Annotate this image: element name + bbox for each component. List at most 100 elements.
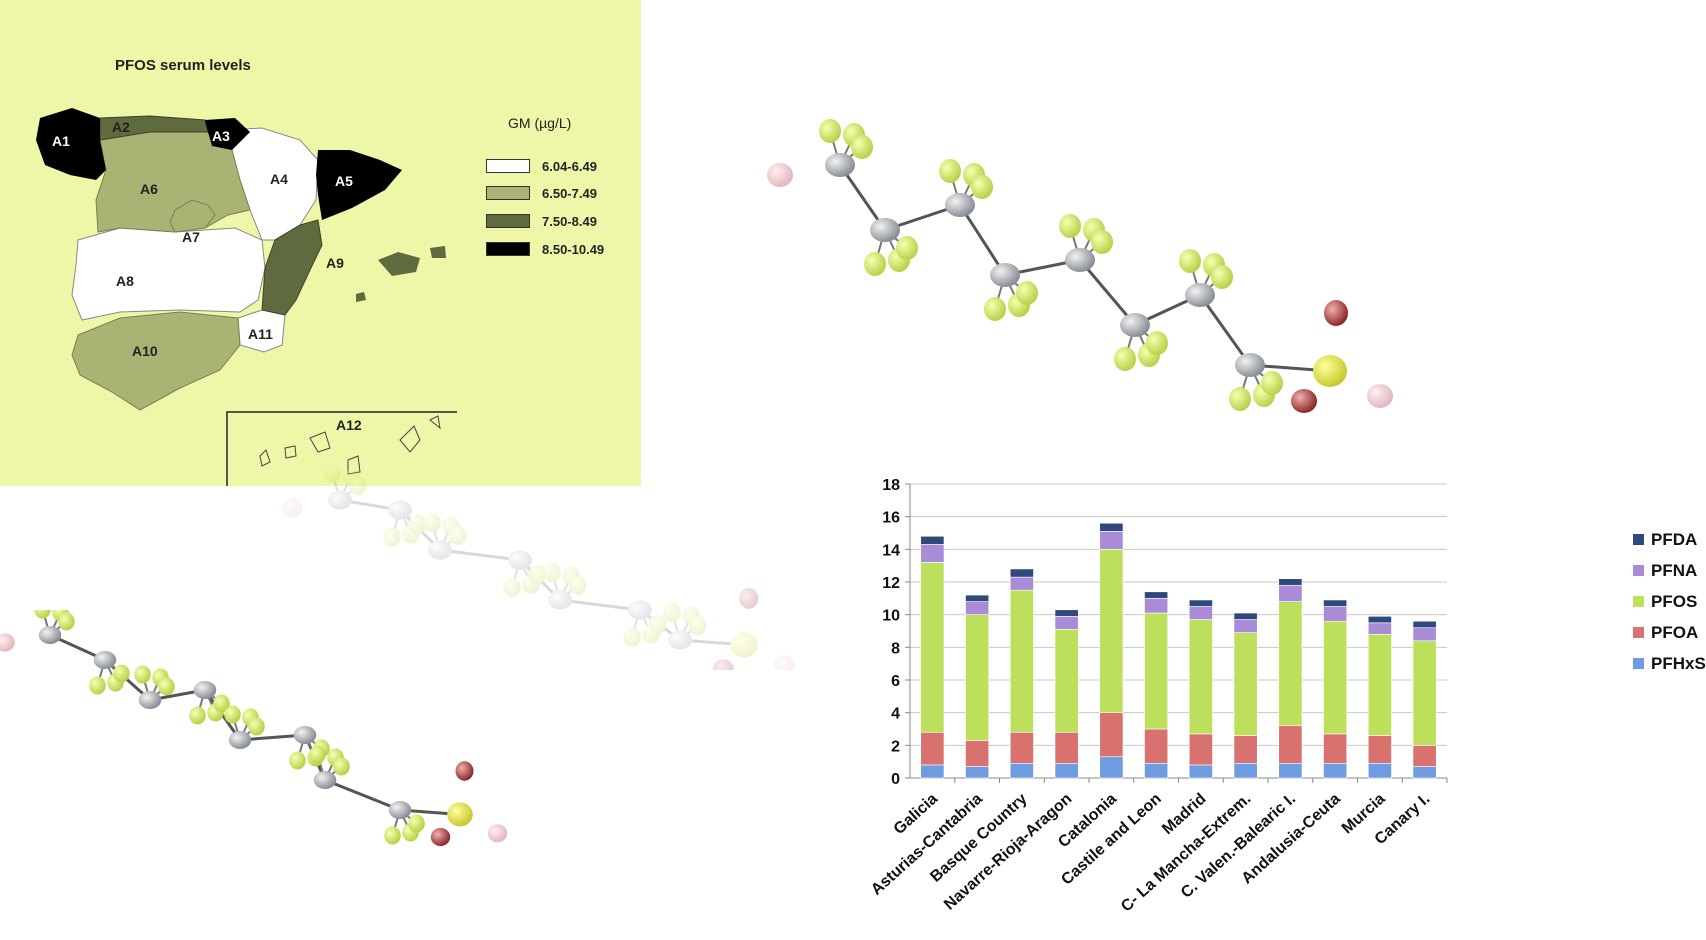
fluorine-atom xyxy=(348,476,367,496)
bar-segment-pfhxs xyxy=(1233,762,1258,779)
fluorine-atom xyxy=(134,665,151,684)
label-a5: A5 xyxy=(335,173,353,189)
label-a4: A4 xyxy=(270,171,288,187)
label-a2: A2 xyxy=(112,119,130,135)
fluorine-atom xyxy=(896,236,918,260)
map-legend-row: 7.50-8.49 xyxy=(486,212,597,230)
label-a9: A9 xyxy=(326,255,344,271)
pfos-molecule-left xyxy=(0,610,508,846)
terminal-fluorine-atom xyxy=(767,163,793,187)
molecule-atoms xyxy=(0,610,508,846)
bar-segment-pfoa xyxy=(1099,712,1124,758)
carbon-atom xyxy=(193,681,217,699)
legend-swatch xyxy=(486,159,530,173)
stacked-bar-chart: 024681012141618GaliciaAsturias-Cantabria… xyxy=(868,477,1706,915)
bar-segment-pfoa xyxy=(1233,735,1258,764)
label-a3: A3 xyxy=(212,128,230,144)
legend-label: 7.50-8.49 xyxy=(542,213,597,229)
hydrogen-atom xyxy=(1367,384,1393,408)
carbon-atom xyxy=(313,771,337,789)
legend-swatch xyxy=(1633,534,1644,545)
carbon-atom xyxy=(38,626,62,644)
spain-map: A1 A2 A3 A4 A5 A6 A7 A8 A9 A10 A11 A12 xyxy=(36,108,457,486)
bar-segment-pfda xyxy=(920,535,945,545)
bar-segment-pfna xyxy=(1144,598,1169,614)
bar-segment-pfos xyxy=(1009,589,1034,733)
bar-segment-pfna xyxy=(1233,619,1258,633)
carbon-atom xyxy=(870,218,900,242)
carbon-atom xyxy=(388,500,412,520)
fluorine-atom xyxy=(224,705,241,724)
sulfur-atom xyxy=(1313,355,1347,387)
pfos-molecule-ghost xyxy=(281,470,795,670)
y-tick-label: 2 xyxy=(891,738,900,755)
bar-segment-pfda xyxy=(1054,609,1079,617)
fluorine-atom xyxy=(984,297,1006,321)
label-a11: A11 xyxy=(248,326,273,342)
bar-segment-pfda xyxy=(1278,578,1303,586)
bar-segment-pfos xyxy=(1278,601,1303,727)
legend-swatch xyxy=(486,186,530,200)
bar-segment-pfoa xyxy=(920,731,945,766)
region-a3 xyxy=(205,118,250,150)
carbon-atom xyxy=(93,651,117,669)
y-tick-label: 8 xyxy=(891,640,900,657)
y-tick-label: 14 xyxy=(882,542,900,559)
bar-segment-pfda xyxy=(1367,616,1392,624)
bar-segment-pfna xyxy=(920,544,945,563)
region-a8 xyxy=(71,227,266,321)
bar-segment-pfda xyxy=(1009,568,1034,578)
bar-segment-pfos xyxy=(1188,619,1213,735)
y-tick-label: 4 xyxy=(891,706,900,723)
fluorine-atom xyxy=(1016,281,1038,305)
bar-segment-pfoa xyxy=(1144,728,1169,764)
fluorine-atom xyxy=(1211,265,1233,289)
y-tick-label: 12 xyxy=(882,575,900,592)
fluorine-atom xyxy=(58,612,75,631)
fluorine-atom xyxy=(333,757,350,776)
bar-segment-pfda xyxy=(1144,591,1169,599)
legend-label: PFOS xyxy=(1651,592,1697,611)
fluorine-atom xyxy=(1091,230,1113,254)
carbon-atom xyxy=(990,263,1020,287)
label-a1: A1 xyxy=(52,133,70,149)
molecule-atoms xyxy=(281,470,795,670)
bar-segment-pfda xyxy=(965,594,990,602)
bar-segment-pfna xyxy=(1099,531,1124,550)
y-tick-label: 18 xyxy=(882,477,900,494)
carbon-atom xyxy=(628,600,652,620)
fluorine-atom xyxy=(864,252,886,276)
label-a6: A6 xyxy=(140,181,158,197)
label-a10: A10 xyxy=(132,343,158,359)
carbon-atom xyxy=(428,540,452,560)
y-tick-label: 6 xyxy=(891,673,900,690)
region-balearic xyxy=(356,246,446,302)
bond xyxy=(559,598,641,612)
fluorine-atom xyxy=(939,159,961,183)
fluorine-atom xyxy=(1179,249,1201,273)
carbon-atom xyxy=(1120,313,1150,337)
oxygen-atom xyxy=(1291,389,1317,413)
legend-label: PFHxS xyxy=(1651,654,1706,673)
carbon-atom xyxy=(388,801,412,819)
bar-segment-pfos xyxy=(1367,633,1392,736)
bar-segment-pfhxs xyxy=(965,766,990,779)
carbon-atom xyxy=(228,731,252,749)
map-legend-title: GM (µg/L) xyxy=(508,115,572,131)
fluorine-atom xyxy=(528,564,547,584)
bar-segment-pfoa xyxy=(1054,731,1079,764)
bar-segment-pfda xyxy=(1099,522,1124,532)
bar-segment-pfna xyxy=(1412,627,1437,642)
legend-swatch xyxy=(1633,658,1644,669)
label-a12: A12 xyxy=(336,417,362,433)
legend-label: 6.50-7.49 xyxy=(542,185,597,201)
terminal-fluorine-atom xyxy=(0,633,15,652)
fluorine-atom xyxy=(971,175,993,199)
carbon-atom xyxy=(508,550,532,570)
label-a7: A7 xyxy=(182,229,200,245)
region-a7 xyxy=(169,199,216,233)
region-a1 xyxy=(36,108,106,180)
fluorine-atom xyxy=(384,826,401,845)
map-panel: A1 A2 A3 A4 A5 A6 A7 A8 A9 A10 A11 A12 P… xyxy=(0,0,641,486)
carbon-atom xyxy=(548,590,572,610)
